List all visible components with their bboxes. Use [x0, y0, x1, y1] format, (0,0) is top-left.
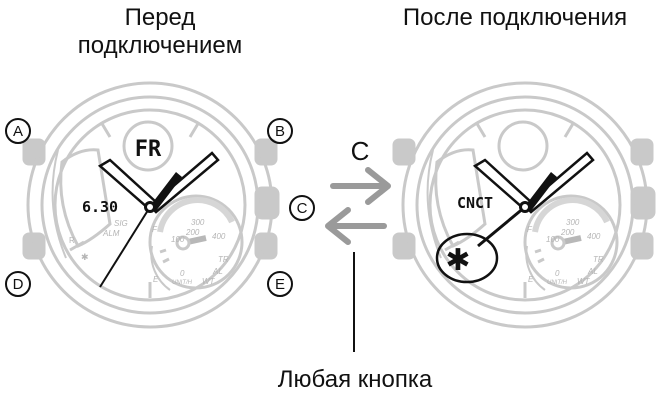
- transition-arrows: [325, 167, 391, 245]
- bluetooth-highlight-ring: [435, 232, 499, 284]
- button-d-letter: D: [13, 276, 24, 293]
- svg-text:AL: AL: [587, 267, 598, 276]
- svg-text:200: 200: [560, 228, 575, 237]
- top-window-text: FR: [135, 137, 162, 162]
- svg-text:TR: TR: [593, 255, 604, 264]
- sub-dial-zero: 0: [180, 269, 185, 278]
- before-title-line1: Перед: [124, 4, 196, 31]
- svg-text:UNIT/H: UNIT/H: [547, 280, 568, 286]
- bluetooth-icon: ✱: [445, 244, 470, 277]
- button-c-letter: C: [297, 200, 308, 217]
- button-e-badge: [267, 271, 293, 297]
- svg-text:F: F: [527, 225, 533, 234]
- svg-text:E: E: [528, 275, 534, 284]
- tr-label: TR: [218, 255, 229, 264]
- fuel-e: E: [153, 275, 159, 284]
- al-label: AL: [212, 267, 223, 276]
- button-a-letter: A: [13, 123, 23, 140]
- fuel-f: F: [152, 225, 158, 234]
- operation-key-letter: C: [351, 136, 370, 166]
- watch-after: [392, 81, 656, 329]
- hands-before: [97, 151, 220, 288]
- alm-label: ALM: [102, 229, 120, 238]
- wt-label: WT: [202, 277, 216, 286]
- button-d-badge: [5, 271, 31, 297]
- sub-dial-200: 200: [185, 228, 200, 237]
- digital-display-before: 6.30: [82, 198, 118, 216]
- button-b-letter: B: [275, 123, 285, 140]
- button-c-badge: [289, 195, 315, 221]
- bluetooth-mark-small: ✱: [81, 252, 89, 262]
- minute-hand-tip: [150, 172, 182, 211]
- sub-dial: [148, 194, 244, 290]
- svg-text:100: 100: [546, 235, 560, 244]
- watch-before: [22, 81, 280, 329]
- any-button-caption: Любая кнопка: [277, 366, 433, 393]
- top-window-after: [497, 120, 549, 172]
- watch-dial: [53, 108, 247, 302]
- svg-text:300: 300: [566, 218, 580, 227]
- svg-text:0: 0: [555, 269, 560, 278]
- watch-case: [26, 81, 274, 329]
- r-label: R: [69, 236, 75, 245]
- button-b-badge: [267, 118, 293, 144]
- after-connection-title: После подключения: [402, 4, 628, 31]
- before-connection-title: Перед подключением: [40, 4, 280, 60]
- sub-dial-300: 300: [191, 218, 205, 227]
- second-hand: [99, 206, 151, 288]
- sub-dial-100: 100: [171, 235, 185, 244]
- watch-bezel: [40, 95, 260, 315]
- svg-text:400: 400: [587, 232, 601, 241]
- sub-dial-unit: UNIT/H: [172, 280, 193, 286]
- digital-display-after: CNCT: [457, 194, 493, 212]
- before-title-line2: подключением: [77, 32, 243, 59]
- svg-text:WT: WT: [577, 277, 591, 286]
- left-subpanel: [59, 148, 112, 248]
- button-e-letter: E: [275, 276, 285, 293]
- sig-label: SIG: [114, 219, 128, 228]
- top-window: [122, 120, 174, 172]
- button-a-badge: [5, 118, 31, 144]
- sub-dial-400: 400: [212, 232, 226, 241]
